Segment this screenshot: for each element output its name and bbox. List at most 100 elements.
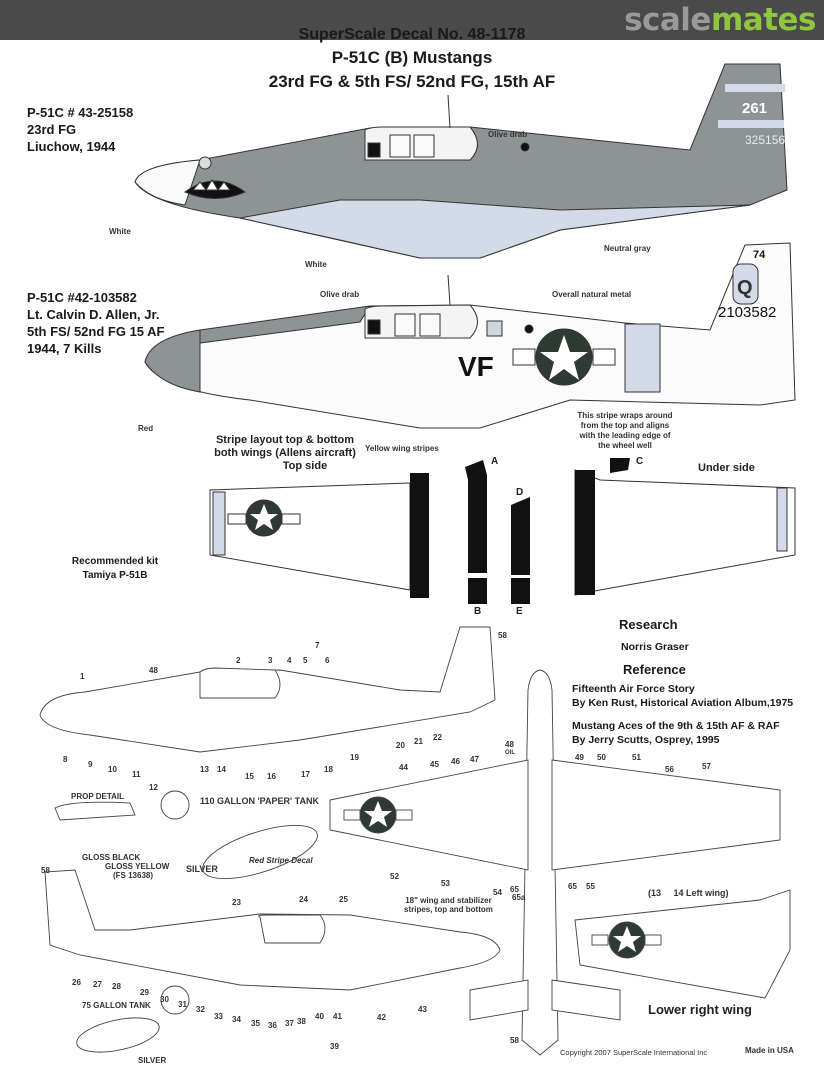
- callout-red: Red: [138, 424, 154, 433]
- callout-number: 22: [433, 733, 442, 742]
- callout-number: 43: [418, 1005, 427, 1014]
- tail-code-261: 261: [742, 100, 767, 117]
- callout-number: 8: [63, 755, 68, 764]
- stripe-layout-title: Stripe layout top & bottom both wings (A…: [210, 434, 360, 473]
- callout-number: 58: [510, 1036, 519, 1045]
- callout-number: 29: [140, 988, 149, 997]
- callout-number: 19: [350, 753, 359, 762]
- reference-2-author: By Jerry Scutts, Osprey, 1995: [572, 734, 720, 746]
- callout-number: 42: [377, 1013, 386, 1022]
- aircraft-1-info: P-51C # 43-25158 23rd FG Liuchow, 1944: [27, 104, 133, 155]
- decal-number: SuperScale Decal No. 48-1178: [298, 26, 526, 43]
- aircraft-2-date: 1944, 7 Kills: [27, 341, 102, 356]
- stripe-title-line-2: both wings (Allens aircraft): [214, 447, 356, 459]
- aircraft-1-serial: P-51C # 43-25158: [27, 105, 134, 120]
- aircraft-2-info: P-51C #42-103582 Lt. Calvin D. Allen, Jr…: [27, 289, 164, 357]
- aircraft-1-location: Liuchow, 1944: [27, 139, 116, 154]
- kit-name: Tamiya P-51B: [82, 570, 148, 581]
- callout-number: 20: [396, 741, 405, 750]
- stripe-letter-a: A: [491, 456, 499, 467]
- drop-tanks: [54, 790, 318, 1053]
- lower-right-wing-view: [574, 889, 791, 999]
- oil-label: OIL: [505, 750, 515, 756]
- callout-olive-drab-1: Olive drab: [488, 130, 528, 139]
- callout-number: 12: [149, 783, 158, 792]
- placement-lower-profile: [44, 869, 501, 991]
- reference-1-title: Fifteenth Air Force Story: [572, 683, 695, 695]
- callout-number: 25: [339, 895, 348, 904]
- fs-code-label: (FS 13638): [113, 871, 154, 880]
- prop-detail-label: PROP DETAIL: [71, 792, 125, 801]
- stripe-title-line-1: Stripe layout top & bottom: [215, 434, 355, 446]
- aircraft-2-pilot: Lt. Calvin D. Allen, Jr.: [27, 307, 160, 322]
- aircraft-1-profile: [134, 63, 788, 259]
- callout-number: 31: [178, 1000, 187, 1009]
- sheet-title: P-51C (B) Mustangs: [331, 48, 493, 67]
- callout-number: 9: [88, 760, 93, 769]
- aircraft-2-serial: P-51C #42-103582: [27, 290, 137, 305]
- placement-upper-profile: [39, 626, 496, 753]
- callout-number: 34: [232, 1015, 241, 1024]
- callout-number: 45: [430, 760, 439, 769]
- recommended-kit: Recommended kit Tamiya P-51B: [60, 555, 170, 583]
- copyright: Copyright 2007 SuperScale International …: [560, 1048, 708, 1057]
- callout-number: 27: [93, 980, 102, 989]
- callout-number: 28: [112, 982, 121, 991]
- callout-number: 39: [330, 1042, 339, 1051]
- under-side-label: Under side: [698, 462, 755, 474]
- tank-75-label: 75 GALLON TANK: [82, 1001, 151, 1010]
- callout-number: 2: [236, 656, 241, 665]
- wing-under-side: [574, 469, 796, 596]
- stripe-letter-e: E: [516, 606, 523, 617]
- callout-number: 1: [80, 672, 85, 681]
- scalemates-logo[interactable]: scalemates: [624, 2, 816, 38]
- callout-number: 23: [232, 898, 241, 907]
- site-header-bar: scalemates: [0, 0, 824, 40]
- top-side-label: Top side: [282, 460, 328, 472]
- callout-number: 52: [390, 872, 399, 881]
- stripe-pieces: [465, 458, 630, 604]
- tail-number: 74: [753, 249, 766, 261]
- callout-olive-drab-2: Olive drab: [320, 290, 360, 299]
- silver-label-1: SILVER: [186, 864, 218, 874]
- callout-number: 7: [315, 641, 320, 650]
- callout-number: 65: [568, 882, 577, 891]
- callout-neutral-gray: Neutral gray: [604, 244, 651, 253]
- tank-110-label: 110 GALLON 'PAPER' TANK: [200, 796, 319, 806]
- research-heading: Research: [619, 617, 678, 632]
- callout-number: 4: [287, 656, 292, 665]
- callout-number: 10: [108, 765, 117, 774]
- wing-stripes-note-line: stripes, top and bottom: [404, 905, 493, 914]
- callout-number: 47: [470, 755, 479, 764]
- sheet-subtitle: 23rd FG & 5th FS/ 52nd FG, 15th AF: [268, 72, 556, 91]
- callout-number: 37: [285, 1019, 294, 1028]
- callout-number: 17: [301, 770, 310, 779]
- reference-1-author: By Ken Rust, Historical Aviation Album,1…: [572, 697, 794, 709]
- tail-serial-1: 325156: [745, 133, 785, 147]
- callout-number: 6: [325, 656, 330, 665]
- research-name: Norris Graser: [621, 641, 689, 653]
- aircraft-2-profile: [144, 242, 796, 429]
- callout-number: 46: [451, 757, 460, 766]
- stripe-letter-c: C: [636, 456, 644, 467]
- callout-white-intake: White: [305, 260, 327, 269]
- left-wing-note: (13 14 Left wing): [648, 888, 729, 898]
- stripe-letter-d: D: [516, 487, 524, 498]
- callout-number: 56: [665, 765, 674, 774]
- callout-white-nose: White: [109, 227, 131, 236]
- callout-number: 53: [441, 879, 450, 888]
- wing-stripes-note: 18" wing and stabilizer stripes, top and…: [404, 896, 493, 914]
- wrap-note-line: from the top and aligns: [580, 421, 670, 430]
- callout-number: 21: [414, 737, 423, 746]
- silver-label-2: SILVER: [138, 1056, 167, 1065]
- fuselage-code-vf: VF: [458, 351, 494, 382]
- reference-2-title: Mustang Aces of the 9th & 15th AF & RAF: [572, 720, 780, 732]
- callout-number: 54: [493, 888, 502, 897]
- wrap-note-line: with the leading edge of: [579, 431, 671, 440]
- callout-number: 11: [132, 770, 141, 779]
- red-stripe-label: Red Stripe Decal: [249, 856, 313, 865]
- callout-number: 44: [399, 763, 408, 772]
- wing-top-side: [209, 473, 429, 598]
- callout-number: 51: [632, 753, 641, 762]
- tail-letter: Q: [737, 277, 753, 299]
